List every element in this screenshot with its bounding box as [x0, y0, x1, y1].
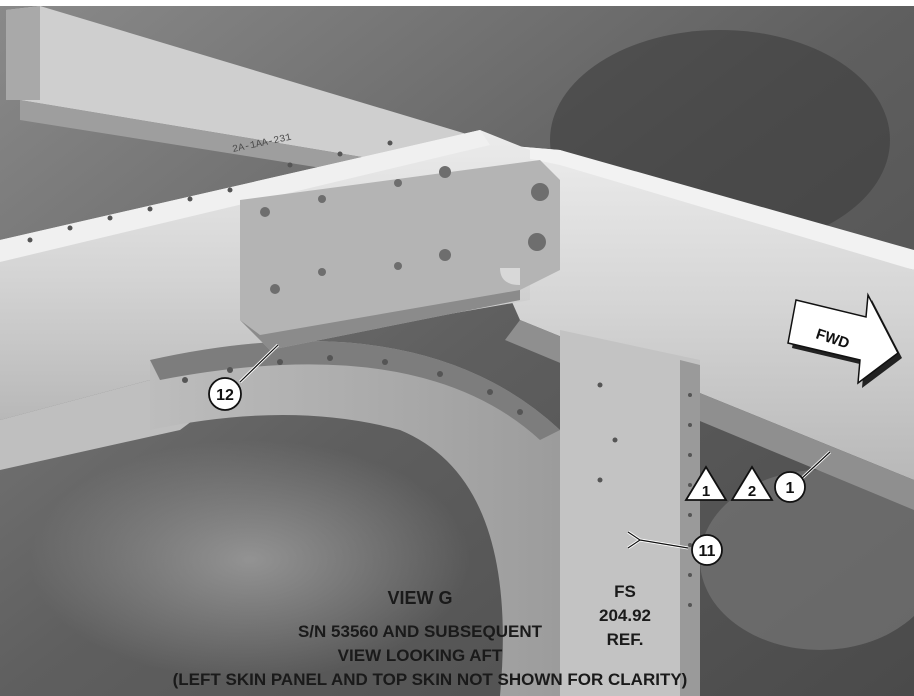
callout-12: 12	[208, 377, 242, 411]
bolt	[394, 179, 402, 187]
leader-1	[799, 451, 831, 481]
view-direction: VIEW LOOKING AFT	[337, 646, 503, 665]
fwd-arrow: FWD	[787, 292, 902, 388]
bolt	[318, 195, 326, 203]
view-title: VIEW G	[387, 588, 453, 608]
callout-12-label: 12	[216, 387, 234, 404]
bolt	[270, 284, 280, 294]
bolt	[394, 262, 402, 270]
angle-bracket-lip	[240, 290, 520, 350]
bolt	[439, 249, 451, 261]
leader-11	[627, 531, 689, 549]
background-blur-right	[700, 470, 914, 650]
fuselage-station-ref: REF.	[606, 630, 644, 649]
upper-beam-end	[6, 6, 40, 100]
arched-frame-flange	[150, 341, 560, 440]
top-margin	[0, 0, 914, 6]
bolt	[531, 183, 549, 201]
callout-11: 11	[691, 534, 723, 566]
note-triangle-2: 2	[730, 465, 774, 501]
note-triangle-1: 1	[684, 465, 728, 501]
vertical-frame-flange	[680, 360, 700, 696]
fuselage-station-label: FS	[614, 582, 636, 601]
callout-11-label: 11	[699, 543, 716, 560]
bolt	[439, 166, 451, 178]
callout-1: 1	[774, 471, 806, 503]
bracket-slot	[500, 268, 520, 285]
arched-frame	[150, 341, 560, 696]
frame-cap-strip	[0, 130, 490, 262]
rivets	[27, 140, 692, 607]
leader-12	[239, 344, 279, 383]
bolts	[260, 166, 549, 294]
bolt	[528, 233, 546, 251]
background-blur-light	[30, 440, 470, 680]
callout-1-label: 1	[786, 480, 795, 497]
note-1-label: 1	[702, 483, 710, 500]
note-2-label: 2	[748, 483, 756, 500]
fuselage-station-value: 204.92	[599, 606, 651, 625]
bolt	[260, 207, 270, 217]
clarity-note: (LEFT SKIN PANEL AND TOP SKIN NOT SHOWN …	[172, 670, 688, 689]
bolt	[318, 268, 326, 276]
serial-applicability: S/N 53560 AND SUBSEQUENT	[297, 622, 543, 641]
upper-beam	[6, 6, 520, 175]
vertical-frame	[560, 330, 700, 696]
